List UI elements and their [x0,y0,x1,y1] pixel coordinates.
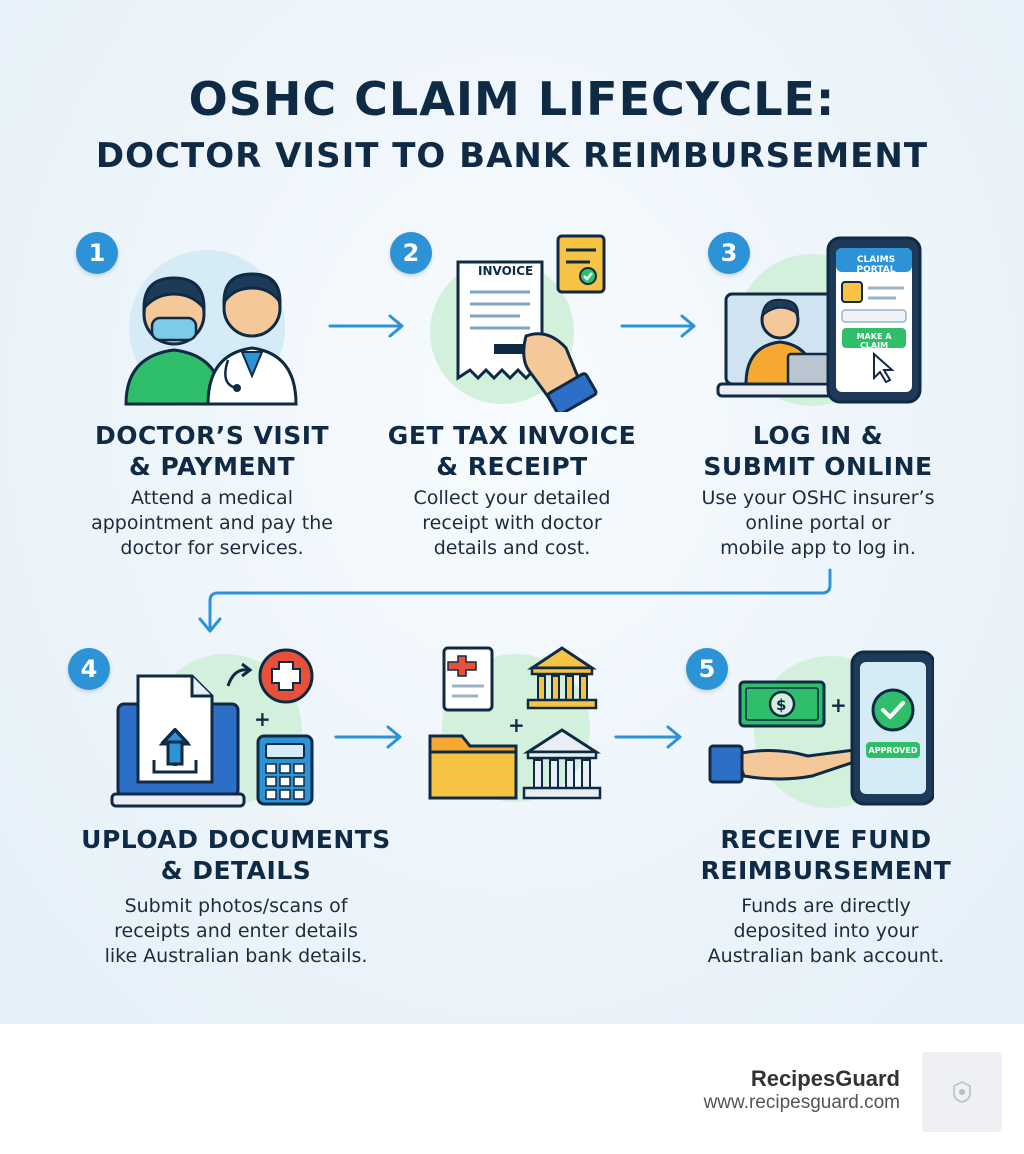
step-5: 5 $ + APPROVED RECEIVE FUND REIMBURSEMEN… [676,640,976,980]
bank-gold-icon [526,646,598,710]
portal-label: CLAIMS PORTAL [856,255,896,275]
step-2: 2 INVOICE GET TAX INVOICE & RECEIPT Coll… [362,228,662,559]
approved-label: APPROVED [868,746,918,755]
svg-text:$: $ [776,696,786,714]
doctor-patient-icon [124,250,298,406]
invoice-receipt-icon [430,234,606,412]
footer: RecipesGuard www.recipesguard.com [0,1024,1024,1154]
step-description: Funds are directly deposited into your A… [707,895,945,967]
arrow-middle-to-5 [614,725,682,749]
invoice-label: INVOICE [478,264,534,278]
step-heading: RECEIVE FUND REIMBURSEMENT [700,825,952,885]
svg-text:+: + [830,693,847,717]
brand-logo-icon [922,1052,1002,1132]
step-description: Attend a medical appointment and pay the… [91,487,333,559]
step-1: 1 DOCTOR’S VISIT & PAYMENT Attend a medi… [62,228,362,559]
step-3: 3 CLAIMS PORTAL MAKE A CLAIM LOG IN & S [668,228,968,559]
arrow-2-to-3 [620,314,696,338]
step-heading: GET TAX INVOICE & RECEIPT [387,421,637,481]
step-number-badge: 5 [686,648,728,690]
step-heading: UPLOAD DOCUMENTS & DETAILS [81,825,391,885]
fund-reimbursement-icon: $ + [708,650,934,808]
arrow-3-to-4 [198,568,832,633]
bank-grey-icon [522,728,602,800]
infographic: OSHC CLAIM LIFECYCLE: DOCTOR VISIT TO BA… [0,0,1024,1024]
step-4: 4 + [66,640,406,980]
svg-text:+: + [254,707,271,731]
step-description: Collect your detailed receipt with docto… [413,487,611,559]
step-description: Use your OSHC insurer’s online portal or… [701,487,935,559]
step-heading: DOCTOR’S VISIT & PAYMENT [94,421,330,481]
make-claim-button[interactable]: MAKE A CLAIM [856,332,892,350]
documents-to-bank-icon: + [428,646,602,802]
footer-brand: RecipesGuard [750,1066,900,1091]
page-title: OSHC CLAIM LIFECYCLE: [188,72,836,126]
arrow-1-to-2 [328,314,404,338]
step-number-badge: 1 [76,232,118,274]
step-number-badge: 3 [708,232,750,274]
step-heading: LOG IN & SUBMIT ONLINE [703,421,933,481]
svg-text:+: + [508,713,525,737]
arrow-4-to-middle [334,725,402,749]
step-number-badge: 2 [390,232,432,274]
online-portal-icon [716,236,922,406]
footer-url[interactable]: www.recipesguard.com [703,1092,900,1113]
flow-arrows [198,314,832,749]
upload-documents-icon: + [110,648,314,808]
step-number-badge: 4 [68,648,110,690]
page-subtitle: DOCTOR VISIT TO BANK REIMBURSEMENT [95,136,929,176]
step-description: Submit photos/scans of receipts and ente… [104,895,368,967]
